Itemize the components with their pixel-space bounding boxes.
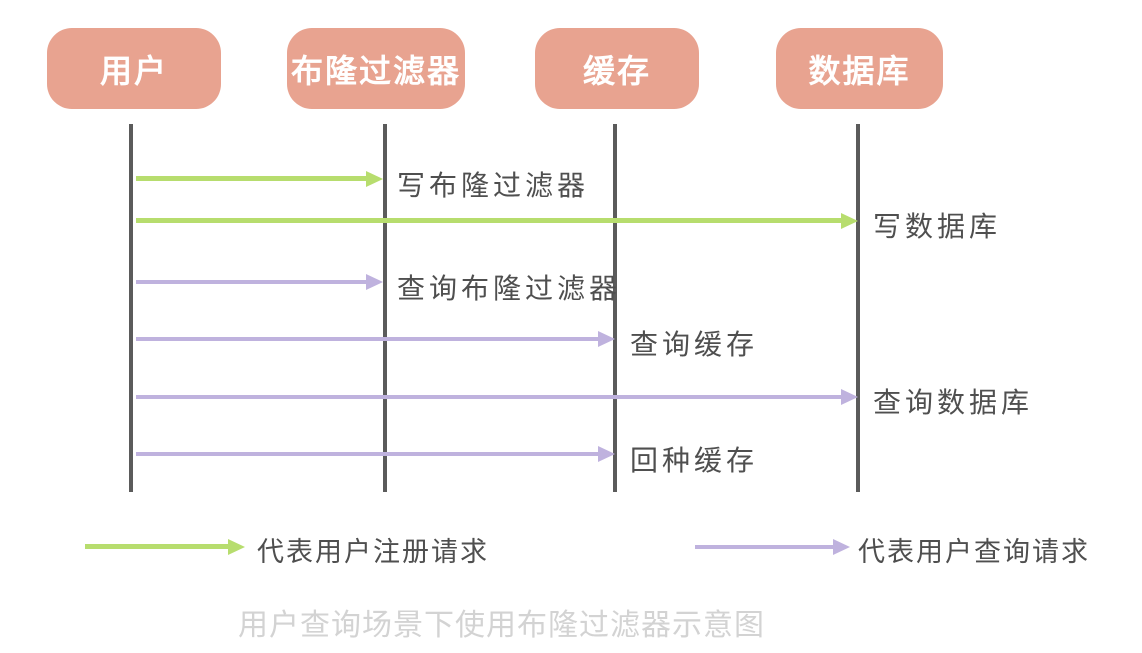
arrow-write-bloom-filter — [136, 176, 366, 181]
arrow-query-bloom-filter — [136, 280, 366, 284]
arrow-backfill-cache — [136, 452, 598, 456]
diagram-caption: 用户查询场景下使用布隆过滤器示意图 — [238, 608, 765, 643]
message-label-write-bloom-filter: 写布隆过滤器 — [397, 169, 590, 202]
actor-box-bloom-filter: 布隆过滤器 — [287, 28, 465, 109]
legend-query-label: 代表用户查询请求 — [858, 537, 1090, 568]
legend-register-label: 代表用户注册请求 — [257, 537, 489, 568]
actor-label-user: 用户 — [99, 51, 168, 90]
actor-label-bloom-filter: 布隆过滤器 — [290, 51, 461, 90]
arrow-query-database — [136, 395, 841, 399]
arrow-write-database — [136, 218, 841, 223]
arrow-query-cache — [136, 337, 598, 341]
message-label-backfill-cache: 回种缓存 — [630, 444, 759, 477]
lifeline-user — [129, 124, 133, 492]
message-label-query-cache: 查询缓存 — [630, 328, 759, 361]
lifeline-cache — [613, 124, 617, 492]
lifeline-bloom-filter — [383, 124, 387, 492]
actor-label-cache: 缓存 — [582, 51, 651, 90]
message-label-write-database: 写数据库 — [873, 210, 1002, 243]
actor-box-database: 数据库 — [776, 28, 943, 109]
message-label-query-database: 查询数据库 — [873, 386, 1034, 419]
actor-label-database: 数据库 — [808, 51, 911, 90]
actor-box-user: 用户 — [47, 28, 221, 109]
actor-box-cache: 缓存 — [535, 28, 699, 109]
legend-register-arrow-icon — [85, 544, 228, 549]
message-label-query-bloom-filter: 查询布隆过滤器 — [397, 272, 622, 305]
lifeline-database — [856, 124, 860, 492]
legend-query-arrow-icon — [695, 545, 833, 549]
